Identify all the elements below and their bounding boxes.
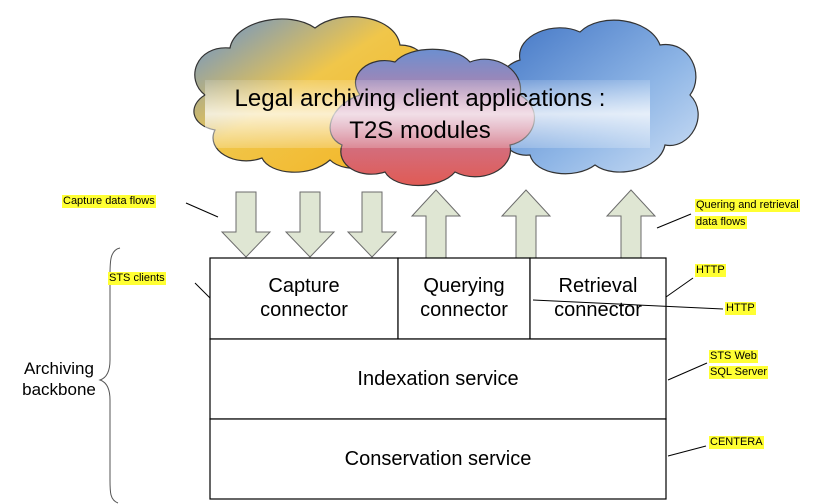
cloud-title-line1: Legal archiving client applications : (234, 85, 606, 112)
client-applications-cloud (193, 16, 699, 187)
sts-web-leader (667, 362, 708, 381)
cloud-title-line2: T2S modules (349, 117, 491, 144)
archiving-backbone-line1: Archiving (24, 359, 94, 378)
centera-leader (667, 445, 707, 457)
sts-clients-annotation: STS clients (108, 272, 166, 285)
archiving-backbone-stack (209, 257, 667, 500)
query-retrieval-arrows (410, 189, 657, 259)
capture-arrows (220, 191, 398, 258)
query-flows-annotation-line2: data flows (695, 216, 747, 229)
retrieval-connector-line2: connector (554, 299, 642, 321)
querying-connector-line2: connector (420, 299, 508, 321)
conservation-service-box (209, 418, 667, 500)
http-top-annotation: HTTP (695, 264, 726, 277)
capture-connector-label: Capture connector (210, 274, 398, 322)
capture-arrow-1 (220, 191, 272, 258)
querying-connector-line1: Querying (423, 275, 505, 297)
retrieval-connector-line1: Retrieval (558, 275, 638, 297)
query-flows-leader (656, 213, 692, 229)
sts-clients-leader (194, 282, 211, 299)
backbone-brace (98, 247, 121, 504)
retrieval-connector-box (529, 257, 667, 340)
capture-flows-leader (185, 202, 219, 218)
http-mid-leader (532, 299, 724, 310)
query-arrow-3 (605, 189, 657, 259)
http-top-leader (665, 277, 694, 298)
capture-connector-line2: connector (260, 299, 348, 321)
indexation-service-box (209, 338, 667, 420)
cloud-title-band (205, 80, 650, 148)
centera-annotation: CENTERA (709, 436, 764, 449)
querying-connector-box (397, 257, 531, 340)
capture-connector-box (209, 257, 399, 340)
query-arrow-2 (500, 189, 552, 259)
conservation-service-label: Conservation service (344, 448, 532, 470)
capture-flows-annotation: Capture data flows (62, 195, 156, 208)
capture-arrow-3 (346, 191, 398, 258)
capture-connector-line1: Capture (268, 275, 340, 297)
indexation-service-label: Indexation service (357, 368, 519, 390)
http-mid-annotation: HTTP (725, 302, 756, 315)
query-flows-annotation-line1: Quering and retrieval (695, 199, 800, 212)
archiving-backbone-label: Archiving backbone (14, 358, 104, 400)
sts-web-annotation-line1: STS Web (709, 350, 758, 363)
sts-web-annotation-line2: SQL Server (709, 366, 769, 379)
annotation-leader-lines (185, 202, 724, 457)
query-arrow-1 (410, 189, 462, 259)
capture-arrow-2 (284, 191, 336, 258)
archiving-backbone-line2: backbone (22, 380, 96, 399)
querying-connector-label: Querying connector (398, 274, 530, 322)
retrieval-connector-label: Retrieval connector (530, 274, 666, 322)
